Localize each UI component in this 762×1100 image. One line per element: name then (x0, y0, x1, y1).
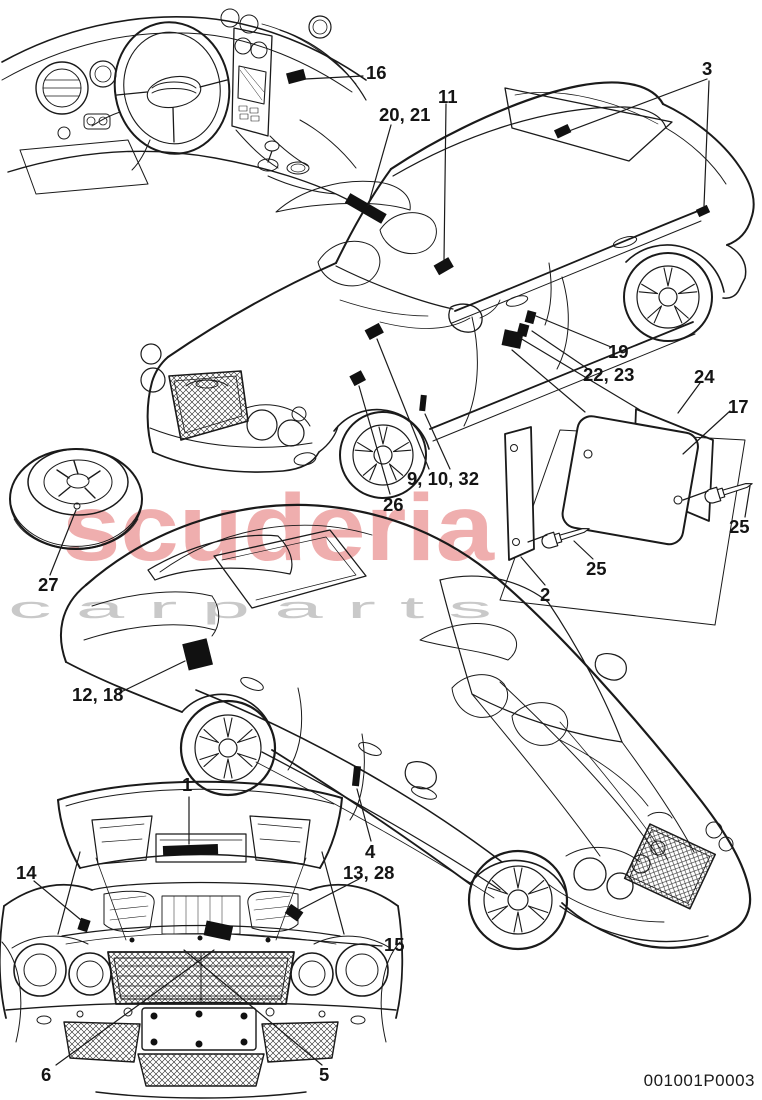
callout-17: 17 (728, 396, 749, 417)
callout-14: 14 (16, 862, 37, 883)
callout-15: 15 (384, 934, 405, 955)
label-plates-sketch (504, 408, 753, 561)
callout-27: 27 (38, 574, 59, 595)
callout-13-28: 13, 28 (343, 862, 395, 883)
callout-26: 26 (383, 494, 404, 515)
callout-20-21: 20, 21 (379, 104, 431, 125)
callout-25-left: 25 (586, 558, 607, 579)
callout-25-right: 25 (729, 516, 750, 537)
car-rear-three-quarter-sketch (59, 503, 752, 951)
callout-3: 3 (702, 58, 713, 79)
callout-24: 24 (694, 366, 715, 387)
callout-12-18: 12, 18 (72, 684, 124, 705)
callout-6: 6 (41, 1064, 52, 1085)
callout-11: 11 (438, 86, 458, 107)
spare-wheel-sketch (9, 448, 143, 550)
callout-19: 19 (608, 341, 629, 362)
callout-5: 5 (319, 1064, 330, 1085)
front-open-hood-sketch (0, 780, 404, 1099)
drawing-number: 001001P0003 (643, 1071, 755, 1090)
callout-22-23: 22, 23 (583, 364, 635, 385)
callout-1: 1 (182, 774, 193, 795)
sticker-position-marks (77, 68, 711, 941)
callout-9-10-32: 9, 10, 32 (407, 468, 480, 489)
callout-16: 16 (366, 62, 387, 83)
dashboard-interior-sketch (1, 8, 367, 203)
watermark-subtitle: c a r p a r t s (8, 590, 492, 625)
callout-2: 2 (540, 584, 551, 605)
callout-4: 4 (365, 841, 376, 862)
leader-lines (33, 75, 751, 1066)
watermark-brand: scuderia (62, 475, 495, 581)
